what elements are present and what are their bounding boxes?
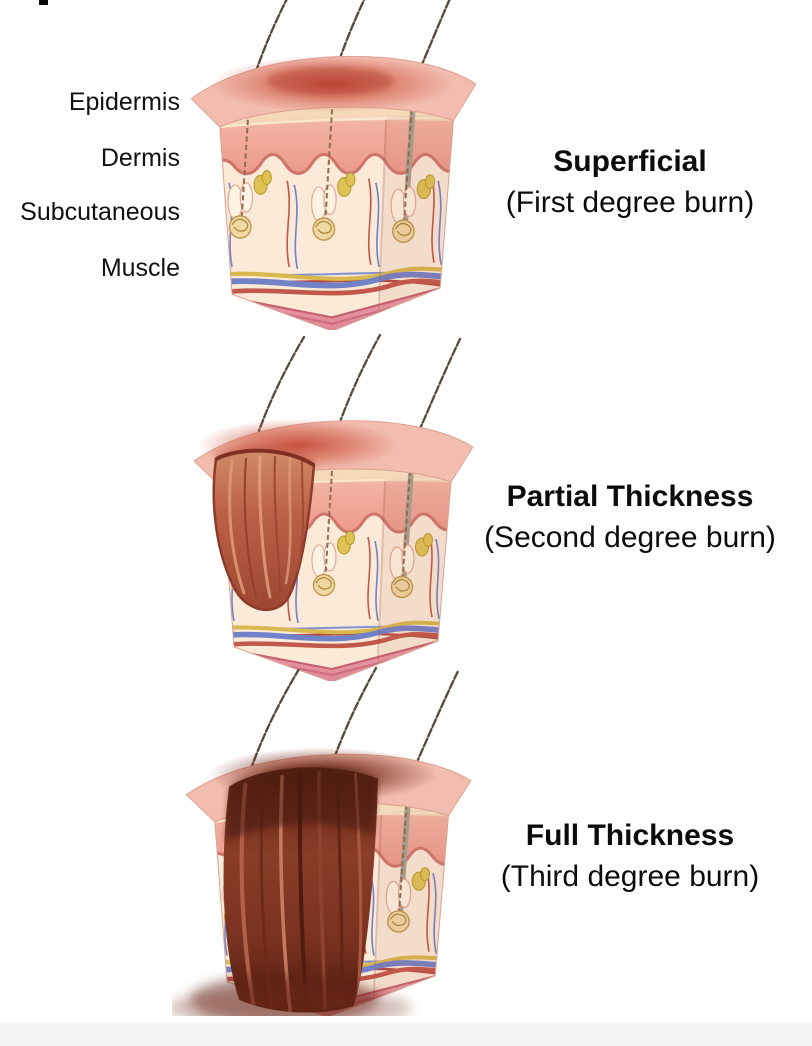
caption-superficial: Superficial (First degree burn) [440, 141, 812, 223]
layer-label-epidermis: Epidermis [68, 88, 180, 116]
layer-label-muscle: Muscle [100, 254, 180, 282]
skin-illustration-superficial-burn [177, 0, 483, 330]
burn-type-subtitle: (Second degree burn) [484, 521, 776, 554]
skin-illustration-partial-thickness-burn [180, 331, 480, 681]
skin-illustration-full-thickness-burn [172, 664, 478, 1016]
burn-type-subtitle: (Third degree burn) [500, 860, 760, 893]
skin-layer-labels: Epidermis Dermis Subcutaneous Muscle [0, 0, 181, 300]
caption-partial-thickness: Partial Thickness (Second degree burn) [440, 476, 812, 558]
cropped-text-fragment [39, 0, 48, 5]
layer-label-dermis: Dermis [100, 144, 180, 172]
caption-full-thickness: Full Thickness (Third degree burn) [440, 815, 812, 897]
layer-label-subcutaneous: Subcutaneous [20, 198, 180, 226]
footer-band [0, 1023, 812, 1046]
burn-type-subtitle: (First degree burn) [505, 186, 755, 219]
burn-type-title: Superficial [553, 145, 707, 178]
burn-type-title: Full Thickness [525, 819, 735, 852]
burn-type-title: Partial Thickness [506, 480, 754, 513]
